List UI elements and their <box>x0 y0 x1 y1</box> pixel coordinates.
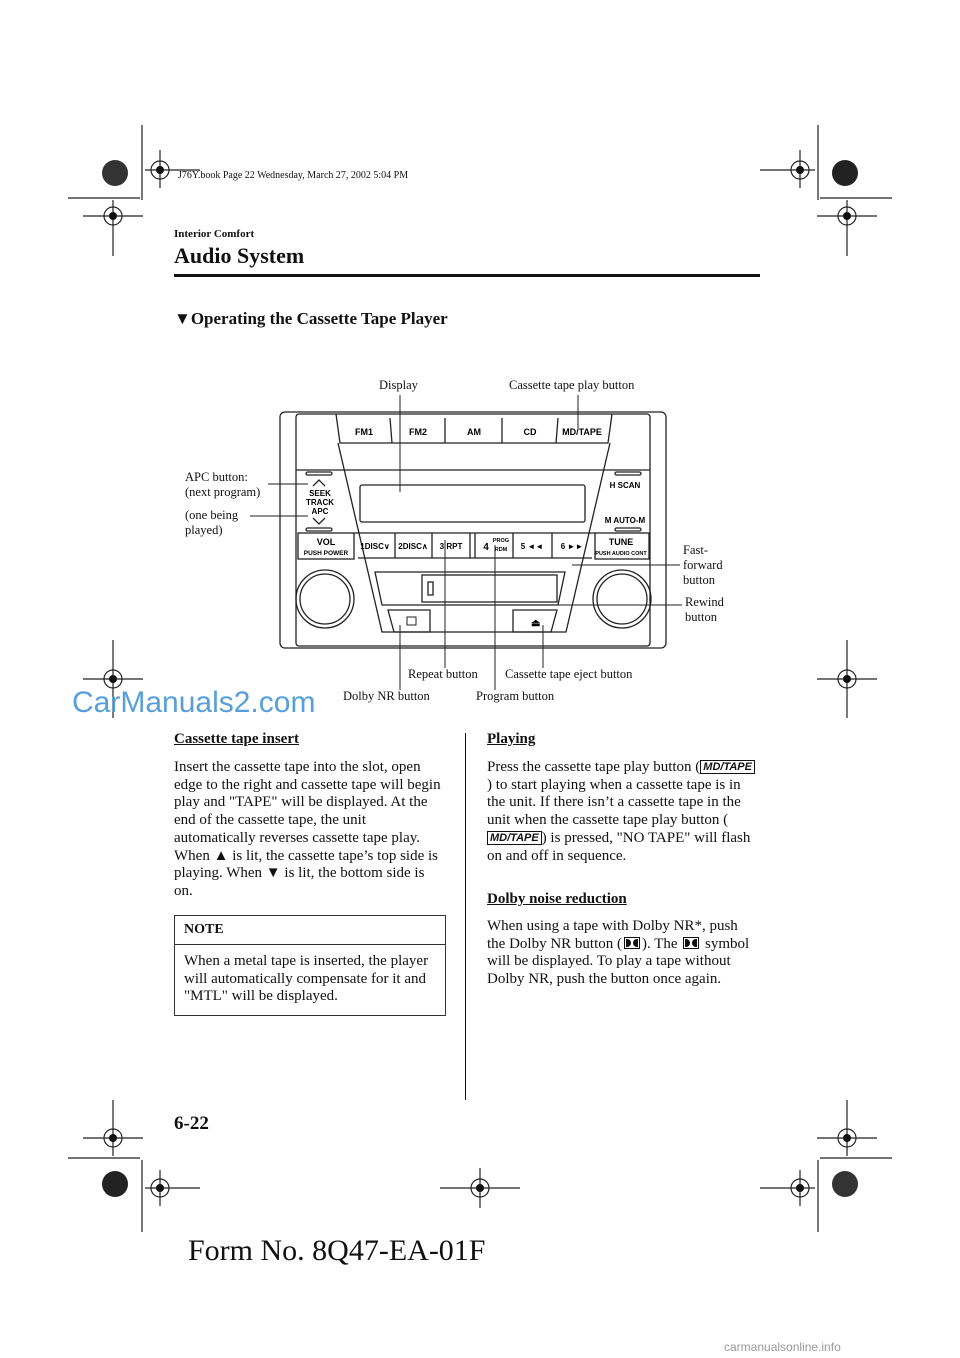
callout-rew-line: button <box>685 610 717 624</box>
dolby-icon <box>683 936 700 949</box>
column-divider <box>465 733 466 1100</box>
section-label: Interior Comfort <box>174 228 255 240</box>
form-number: Form No. 8Q47-EA-01F <box>188 1234 486 1267</box>
dolby-icon <box>624 936 640 949</box>
callout-apc-line: played) <box>185 523 223 537</box>
callout-dolby: Dolby NR button <box>343 689 430 703</box>
button-3: 3 RPT <box>440 542 463 551</box>
callout-lines <box>250 395 682 690</box>
button-1: 1DISC∨ <box>360 542 390 551</box>
heading-playing: Playing <box>487 731 536 747</box>
eject-icon: ⏏ <box>531 618 541 629</box>
callout-apc-prev: (one being played) <box>185 508 238 538</box>
up-arrow-icon: ▲ <box>213 847 229 864</box>
button-5: 5 ◄◄ <box>521 542 544 551</box>
rdm-label: RDM <box>495 547 508 553</box>
button-fm2: FM2 <box>409 427 427 437</box>
audio-cont-label: PUSH AUDIO CONT <box>595 551 647 557</box>
callout-apc-line: (next program) <box>185 485 261 499</box>
text-fragment: is lit, the bottom side is on. <box>174 865 425 899</box>
book-info: J76Y.book Page 22 Wednesday, March 27, 2… <box>178 170 409 181</box>
page-title: Audio System <box>174 243 305 268</box>
callout-repeat: Repeat button <box>408 667 478 681</box>
callout-rewind: Rewind button <box>685 595 724 625</box>
watermark-footer: carmanualsonline.info <box>724 1340 841 1354</box>
callout-display: Display <box>379 378 418 392</box>
seek-label: SEEK <box>309 489 331 498</box>
prog-label: PROG <box>493 538 509 544</box>
text-fragment: ) is pressed, "NO TAPE" will flash on an… <box>487 829 751 864</box>
callout-program: Program button <box>476 689 555 703</box>
callout-apc-line: APC button: <box>185 470 248 484</box>
track-label: TRACK <box>306 498 334 507</box>
button-fm1: FM1 <box>355 427 373 437</box>
callout-fast-forward: Fast- forward button <box>683 543 723 588</box>
note-body: When a metal tape is inserted, the playe… <box>184 953 429 1005</box>
callout-eject: Cassette tape eject button <box>505 667 633 681</box>
button-am: AM <box>467 427 481 437</box>
scan-label: H SCAN <box>610 481 641 490</box>
callout-apc: APC button: (next program) <box>185 470 260 500</box>
dolby-text: When using a tape with Dolby NR*, push t… <box>487 918 759 989</box>
section-title: ▼Operating the Cassette Tape Player <box>174 309 448 328</box>
callout-apc-line: (one being <box>185 508 239 522</box>
text-fragment: is lit, the cassette tape’s top side is … <box>174 847 438 882</box>
callout-cassette-play: Cassette tape play button <box>509 378 635 392</box>
power-label: PUSH POWER <box>304 550 349 557</box>
button-mdtape: MD/TAPE <box>562 427 602 437</box>
apc-label: APC <box>312 507 329 516</box>
button-2: 2DISC∧ <box>398 542 428 551</box>
callout-ff-line: Fast- <box>683 543 708 557</box>
md-tape-icon: MD/TAPE <box>700 760 755 774</box>
text-fragment: When <box>174 847 214 864</box>
button-6: 6 ►► <box>561 542 584 551</box>
button-tune: TUNE <box>609 537 634 547</box>
header-rule <box>174 274 760 277</box>
down-arrow-icon: ▼ <box>265 865 281 882</box>
callout-ff-line: button <box>683 573 715 587</box>
text-fragment: symbol will be displayed. To play a tape… <box>487 935 750 988</box>
md-tape-icon: MD/TAPE <box>487 830 542 845</box>
auto-m-label: M AUTO-M <box>605 516 646 525</box>
button-cd: CD <box>524 427 537 437</box>
note-box: NOTE When a metal tape is inserted, the … <box>174 915 446 1017</box>
text-fragment: ) to start playing when a cassette tape … <box>487 776 741 829</box>
watermark: CarManuals2.com <box>72 686 316 719</box>
text-fragment: Press the cassette tape play button ( <box>487 759 701 775</box>
callout-ff-line: forward <box>683 558 723 572</box>
button-vol: VOL <box>317 537 336 547</box>
callout-rew-line: Rewind <box>685 595 724 609</box>
playing-text: Press the cassette tape play button (MD/… <box>487 759 759 865</box>
text-fragment: ). The <box>642 935 682 952</box>
heading-cassette-insert: Cassette tape insert <box>174 731 299 747</box>
note-heading: NOTE <box>175 916 445 945</box>
text-fragment: When using a tape with Dolby NR*, push t… <box>487 918 738 952</box>
heading-dolby: Dolby noise reduction <box>487 891 627 907</box>
audio-unit-diagram: ⏏ FM1 FM2 AM CD MD/TAPE SEEK TRACK APC H… <box>279 411 667 649</box>
insert-text: Insert the cassette tape into the slot, … <box>174 759 446 901</box>
button-4: 4 <box>483 542 489 553</box>
insert-paragraph: Insert the cassette tape into the slot, … <box>174 759 441 846</box>
page-number: 6-22 <box>174 1113 209 1134</box>
